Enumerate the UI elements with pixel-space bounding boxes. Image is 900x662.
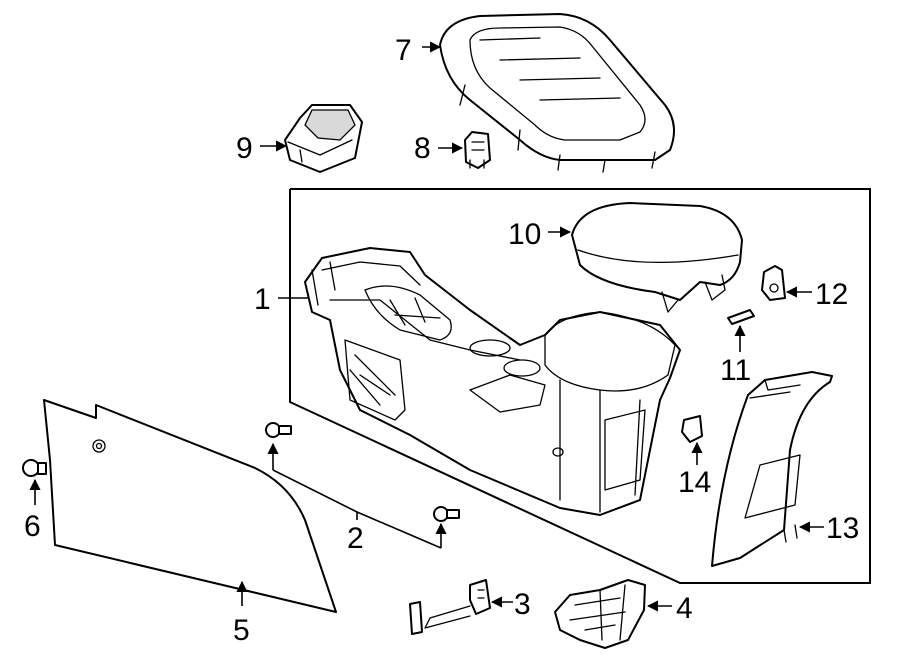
callout-8: 8 (414, 132, 431, 165)
part-11-pin[interactable] (727, 309, 755, 325)
part-4-support-bracket[interactable] (554, 579, 646, 649)
part-14-small-clip[interactable] (681, 415, 703, 443)
callout-14: 14 (678, 466, 711, 499)
part-6-push-pin[interactable] (22, 459, 47, 477)
part-10-armrest-lid[interactable] (571, 202, 743, 313)
callout-12: 12 (815, 278, 848, 311)
part-5-side-trim-panel[interactable] (43, 399, 337, 613)
callout-9: 9 (236, 132, 253, 165)
callout-11: 11 (720, 354, 751, 387)
callout-1: 1 (254, 283, 271, 316)
part-12-bracket[interactable] (761, 265, 786, 301)
part-2-fastener-lower[interactable] (433, 506, 460, 522)
part-7-shifter-bezel[interactable] (439, 13, 675, 173)
callout-3: 3 (514, 588, 531, 621)
part-13-side-panel[interactable] (711, 371, 833, 567)
callout-10: 10 (508, 218, 541, 251)
part-8-clip[interactable] (464, 131, 491, 169)
part-9-switch[interactable] (284, 104, 363, 173)
part-1-console-body[interactable] (304, 247, 681, 516)
callout-7: 7 (395, 34, 412, 67)
callout-2: 2 (347, 522, 364, 555)
callout-4: 4 (676, 592, 693, 625)
part-3-bracket[interactable] (409, 579, 491, 635)
callout-13: 13 (826, 512, 859, 545)
callout-6: 6 (24, 510, 41, 543)
part-2-fastener-upper[interactable] (265, 422, 292, 438)
assembly-outline (289, 188, 871, 584)
callout-5: 5 (233, 614, 250, 647)
